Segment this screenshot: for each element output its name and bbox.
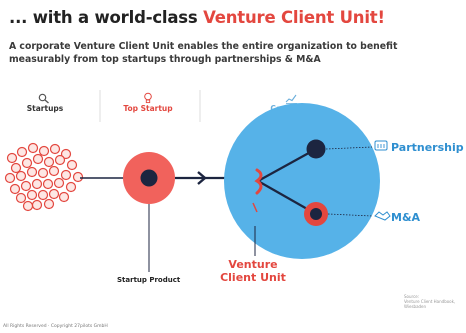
source-line1: Source: <box>404 294 420 299</box>
title-accent: Venture Client Unit! <box>203 8 385 27</box>
vcu-label-line1: Venture <box>228 258 278 271</box>
vcu-accent-tick <box>252 202 258 213</box>
title-lead: ... with a world-class <box>9 8 204 27</box>
handshake-icon <box>374 211 391 221</box>
branch-partnership <box>257 148 317 182</box>
startup-product-dot <box>140 169 158 187</box>
partnership-node <box>306 139 326 159</box>
ma-dotted-line <box>327 213 373 217</box>
arrow-head-icon <box>197 171 207 185</box>
venture-client-unit-label: Venture Client Unit <box>218 258 288 284</box>
lightbulb-icon <box>144 92 152 104</box>
page-title: ... with a world-class Venture Client Un… <box>9 8 385 27</box>
vcu-label-line2: Client Unit <box>220 271 286 284</box>
venture-client-unit-mark <box>254 168 263 195</box>
ma-node-core <box>310 208 322 220</box>
partnership-label: Partnership <box>391 141 464 154</box>
company-circle <box>224 103 380 259</box>
source-line2: Venture Client Handbook, Wiesbaden <box>404 299 456 309</box>
startup-product-label: Startup Product <box>117 276 181 284</box>
source-note: Source: Venture Client Handbook, Wiesbad… <box>404 294 466 309</box>
page-subtitle: A corporate Venture Client Unit enables … <box>9 41 398 65</box>
search-icon <box>38 93 49 104</box>
copyright-footer: All Rights Reserved · Copyright 27pilots… <box>3 324 108 329</box>
column-header-startups: Startups <box>26 104 64 113</box>
startups-cluster <box>4 142 84 212</box>
handshake-icon <box>374 140 388 151</box>
column-header-top-startup: Top Startup <box>123 104 173 113</box>
ma-label: M&A <box>391 211 421 224</box>
